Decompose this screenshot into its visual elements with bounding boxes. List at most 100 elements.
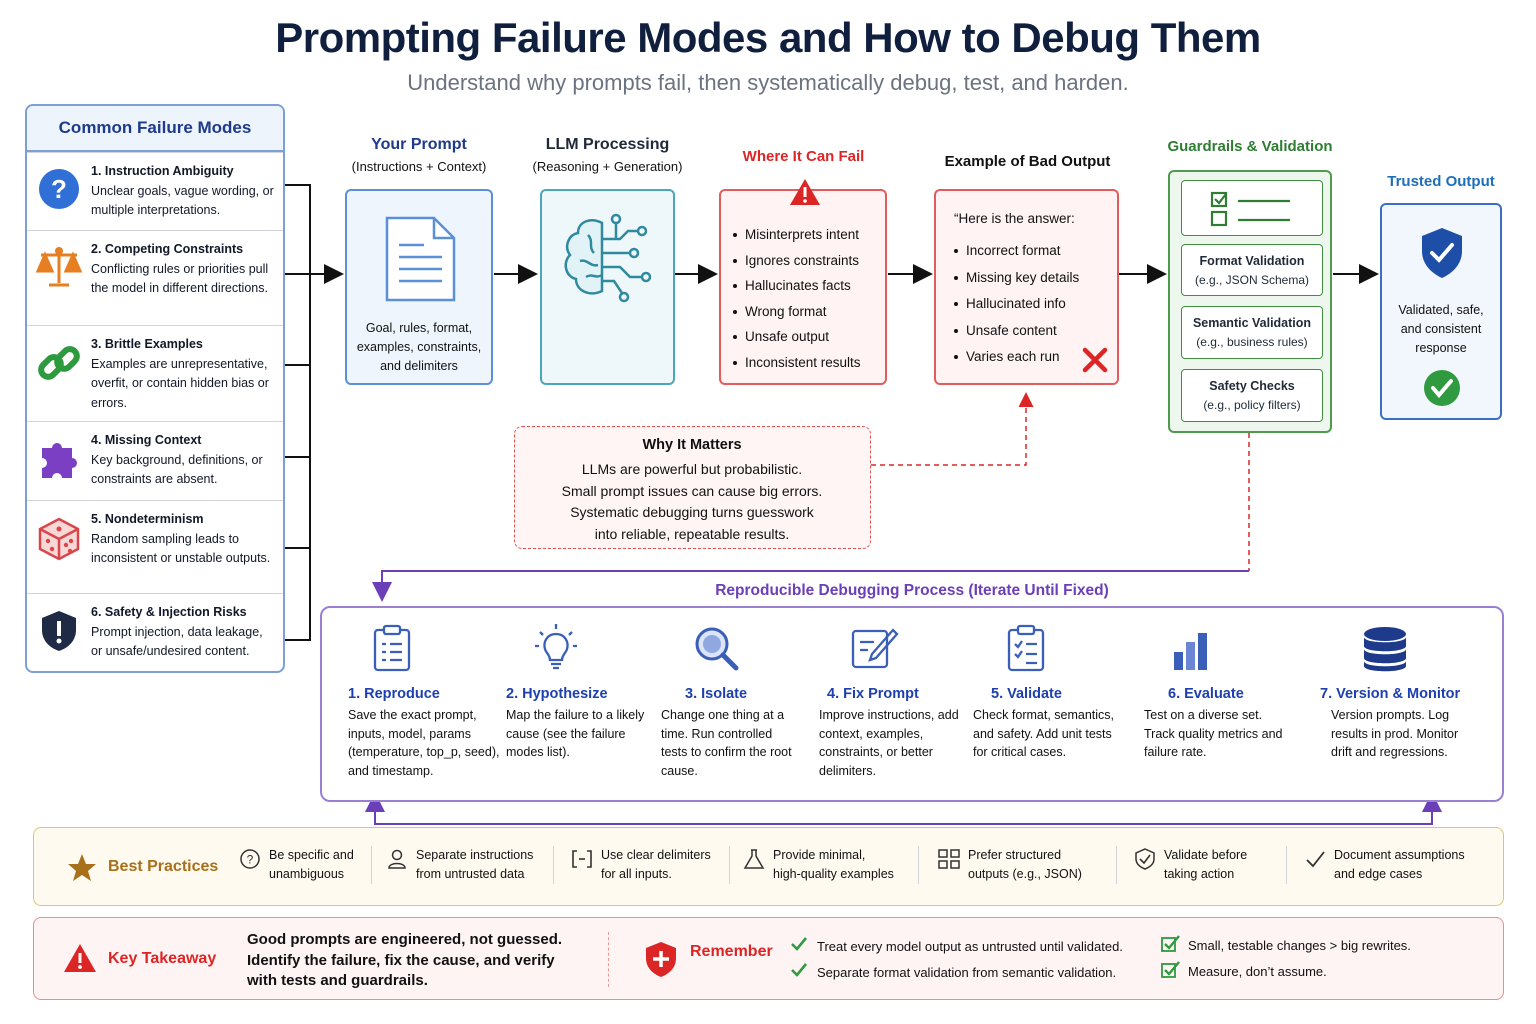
lightbulb-icon [535,624,577,670]
check-icon [791,963,808,977]
magnifier-icon [695,627,739,671]
trusted-label: Trusted Output [1387,173,1495,190]
bad-item: Missing key details [952,265,1112,292]
page-subtitle: Understand why prompts fail, then system… [407,70,1129,95]
question-icon: ? [39,169,79,209]
check-box-icon [1161,961,1180,978]
prompt-label: Your Prompt [371,136,467,153]
checklist-card [1181,180,1323,236]
why-body: LLMs are powerful but probabilistic.Smal… [561,461,823,542]
structure-icon [938,849,960,869]
safety-checks-card: Safety Checks(e.g., policy filters) [1181,369,1323,422]
takeaway-divider [608,932,609,987]
key-takeaway-label: Key Takeaway [108,950,217,967]
checklist-icon [1210,191,1290,227]
puzzle-icon [42,443,77,478]
check-icon [791,937,808,951]
trusted-body: Validated, safe, and consistent response [1398,303,1484,355]
fail-item: Wrong format [731,299,887,325]
shield-alert-icon [42,611,76,651]
document-icon [385,216,456,302]
fail-item: Misinterprets intent [731,222,887,248]
llm-label: LLM Processing [545,136,670,153]
question-circle-icon: ? [240,849,260,869]
fail-item: Inconsistent results [731,350,887,376]
chain-link-icon [38,346,80,380]
prompt-sublabel: (Instructions + Context) [351,159,487,174]
checklist-clipboard-icon [1007,624,1045,672]
format-validation-card: Format Validation(e.g., JSON Schema) [1181,244,1323,296]
fail-label: Where It Can Fail [742,148,865,165]
best-practices-label: Best Practices [108,858,219,875]
warning-triangle-icon [64,944,96,972]
warning-icon [790,179,820,205]
dice-icon [38,517,80,561]
check-box-icon [1161,935,1180,952]
prompt-box: Goal, rules, format, examples, constrain… [345,189,493,385]
bar-chart-icon [1174,633,1207,670]
bad-output-quote: “Here is the answer: [954,211,1075,226]
remember-item: Small, testable changes > big rewrites. [1188,938,1411,953]
database-icon [1364,627,1406,672]
fail-item: Hallucinates facts [731,273,887,299]
llm-box [540,189,675,385]
user-icon [388,849,406,869]
green-check-icon [1424,370,1460,406]
bad-output-box: “Here is the answer: Incorrect format Mi… [934,189,1119,385]
checkmark-icon [1306,851,1325,868]
key-takeaway-text: Good prompts are engineered, not guessed… [247,931,563,989]
why-title: Why It Matters [642,437,742,453]
key-takeaway-bar: Key Takeaway Good prompts are engineered… [33,917,1504,1000]
remember-label: Remember [690,943,773,960]
process-title: Reproducible Debugging Process (Iterate … [715,582,1109,599]
bad-item: Incorrect format [952,238,1112,265]
svg-text:?: ? [247,853,254,867]
bad-item: Unsafe content [952,318,1112,345]
prompt-body: Goal, rules, format, examples, constrain… [356,321,482,373]
shield-plus-icon [646,942,676,977]
validate-shield-icon [1135,848,1155,870]
shield-check-icon [1422,228,1462,278]
fail-list: Misinterprets intent Ignores constraints… [731,222,887,376]
semantic-validation-card: Semantic Validation(e.g., business rules… [1181,306,1323,359]
red-x-icon [1082,347,1108,373]
remember-item: Separate format validation from semantic… [817,965,1117,980]
guardrails-label: Guardrails & Validation [1167,138,1333,155]
fail-item: Ignores constraints [731,248,887,274]
svg-text:?: ? [51,174,67,204]
failure-modes-panel: Common Failure Modes ? 1. Instruction Am… [25,104,285,673]
edit-icon [851,628,899,669]
practice-item: Provide minimal,high-quality examples [743,846,894,884]
bad-item: Hallucinated info [952,291,1112,318]
why-it-matters-box: Why It Matters LLMs are powerful but pro… [514,426,871,549]
fail-box: Misinterprets intent Ignores constraints… [719,179,887,385]
brackets-icon [572,850,592,868]
brain-circuit-icon [564,213,652,303]
star-icon [68,854,96,881]
llm-sublabel: (Reasoning + Generation) [532,159,683,174]
page-title: Prompting Failure Modes and How to Debug… [275,14,1261,61]
failure-modes-heading: Common Failure Modes [27,106,283,152]
clipboard-icon [373,624,411,672]
scales-icon [35,247,83,287]
remember-item: Treat every model output as untrusted un… [817,939,1123,954]
